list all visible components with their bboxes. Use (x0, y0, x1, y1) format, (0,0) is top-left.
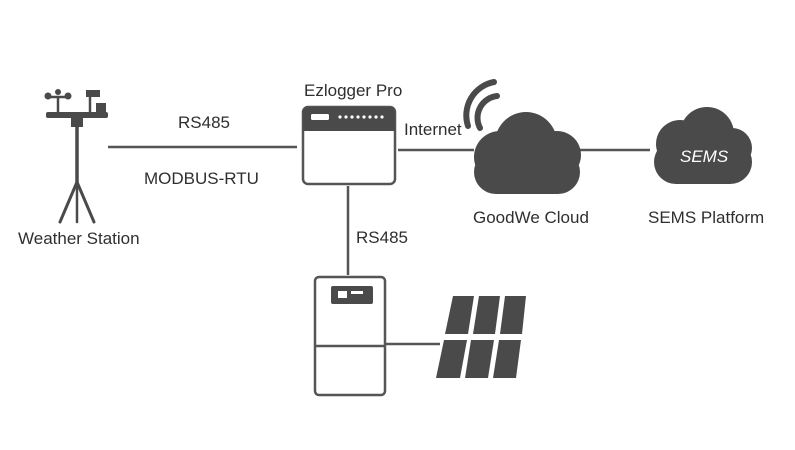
sems-badge-text: SEMS (680, 147, 729, 166)
sems-cloud-icon (654, 107, 752, 184)
goodwe-cloud-label: GoodWe Cloud (473, 208, 589, 227)
connection-lines (108, 145, 650, 346)
inverter-icon (313, 275, 387, 397)
modbus-rtu-link-label: MODBUS-RTU (144, 169, 259, 188)
wireless-signal-icon (463, 79, 500, 131)
solar-panels-icon (436, 296, 526, 378)
goodwe-cloud-icon (474, 112, 581, 194)
weather-station-label: Weather Station (18, 229, 140, 248)
ezlogger-label: Ezlogger Pro (304, 81, 403, 100)
rs485-inverter-link-label: RS485 (356, 228, 408, 247)
ezlogger-device-icon (301, 105, 397, 186)
weather-station-icon (44, 89, 108, 224)
rs485-weather-link-label: RS485 (178, 113, 230, 132)
sems-platform-label: SEMS Platform (648, 208, 765, 227)
internet-link-label: Internet (404, 120, 462, 139)
